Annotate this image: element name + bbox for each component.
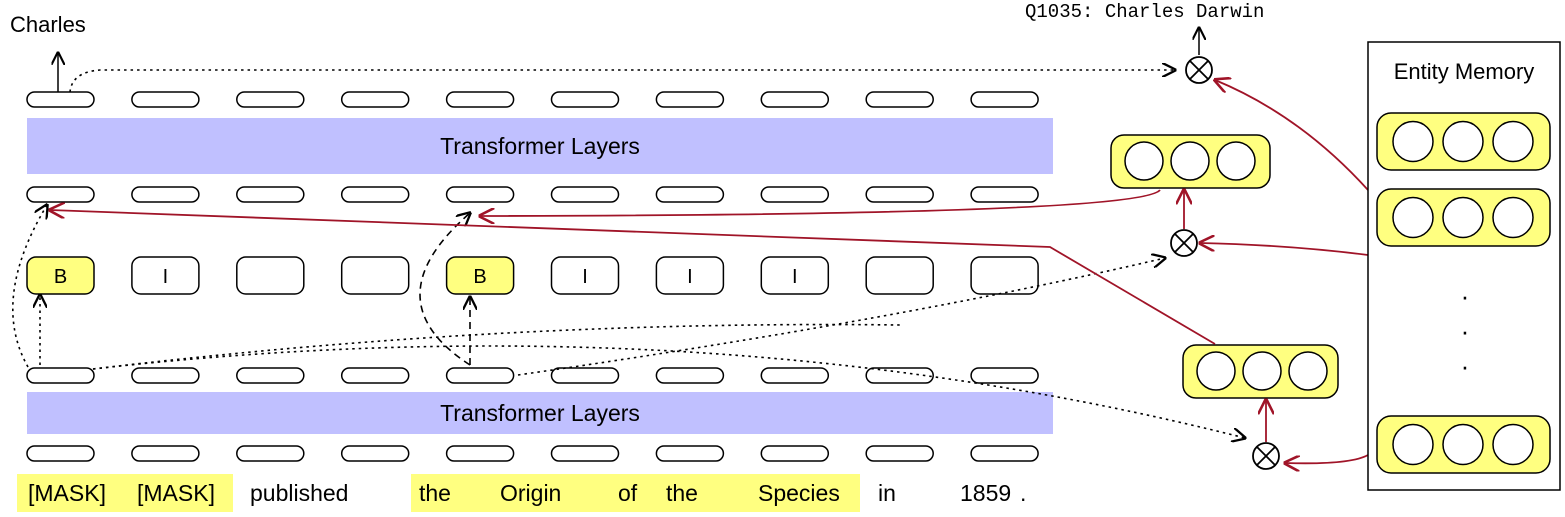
output-hidden-4 xyxy=(340,91,410,108)
bio-tag-box-3 xyxy=(236,256,305,295)
bio-tag-label-8: I xyxy=(792,266,798,288)
red-arrow-low-vector-to-mask xyxy=(50,210,1216,345)
bio-tag-label-7: I xyxy=(687,266,693,288)
dotted-query-arrow-mention-mid xyxy=(517,258,1165,376)
red-arrow-mid-vector-to-mention xyxy=(480,189,1161,216)
lower-hidden-2 xyxy=(131,367,200,384)
red-arrow-memory-to-op-low xyxy=(1285,454,1369,463)
upper-hidden-1 xyxy=(26,186,95,203)
bio-tag-box-10 xyxy=(970,256,1039,295)
lower-hidden-4 xyxy=(340,367,410,384)
token-5: Origin xyxy=(500,480,561,506)
dotted-query-arrow-mask-mid xyxy=(92,323,901,370)
lower-hidden-7 xyxy=(655,367,725,384)
bio-tag-box-2 xyxy=(131,256,200,295)
memory-ellipsis-2: · xyxy=(1461,316,1470,346)
lower-hidden-8 xyxy=(760,367,830,384)
output-hidden-7 xyxy=(655,91,725,108)
input-embedding-3 xyxy=(236,445,305,462)
upper-hidden-10 xyxy=(970,186,1039,203)
bio-tag-label-6: I xyxy=(582,266,588,288)
bio-tag-label-5: B xyxy=(473,266,486,288)
lower-hidden-9 xyxy=(865,367,934,384)
bio-tag-box-7 xyxy=(655,256,725,295)
input-embedding-9 xyxy=(865,445,934,462)
lower-hidden-10 xyxy=(970,367,1039,384)
output-hidden-10 xyxy=(970,91,1039,108)
dotted-query-arrow-mask-low xyxy=(92,345,1245,438)
output-hidden-6 xyxy=(550,91,620,108)
dotted-query-arrow-top xyxy=(69,70,1175,93)
output-hidden-8 xyxy=(760,91,830,108)
op-top xyxy=(1185,56,1213,84)
token-2: [MASK] xyxy=(137,480,215,506)
bio-tag-label-1: B xyxy=(54,266,67,288)
lower-hidden-6 xyxy=(550,367,620,384)
red-arrow-memory-to-op-top xyxy=(1215,80,1369,191)
red-arrow-memory-to-op-mid xyxy=(1200,243,1369,256)
bio-tag-box-8 xyxy=(760,256,830,295)
lower-hidden-1 xyxy=(26,367,95,384)
retrieved-entity-vector-mid xyxy=(1110,134,1271,189)
input-embedding-5 xyxy=(445,445,515,462)
token-9: in xyxy=(878,480,896,506)
bio-tag-box-6 xyxy=(550,256,620,295)
upper-transformer-layers xyxy=(27,118,1053,174)
input-embedding-7 xyxy=(655,445,725,462)
retrieved-entity-vector-low xyxy=(1182,344,1339,399)
token-10: 1859 xyxy=(960,480,1011,506)
input-embedding-4 xyxy=(340,445,410,462)
memory-ellipsis-1: · xyxy=(1461,281,1470,311)
input-embedding-1 xyxy=(26,445,95,462)
token-11: . xyxy=(1020,480,1026,506)
mask-highlight xyxy=(17,474,233,512)
output-hidden-3 xyxy=(236,91,305,108)
upper-hidden-5 xyxy=(445,186,515,203)
lower-hidden-3 xyxy=(236,367,305,384)
charles-output-label: Charles xyxy=(10,12,86,37)
output-hidden-9 xyxy=(865,91,934,108)
upper-hidden-6 xyxy=(550,186,620,203)
input-embedding-6 xyxy=(550,445,620,462)
upper-hidden-4 xyxy=(340,186,410,203)
upper-hidden-3 xyxy=(236,186,305,203)
upper-transformer-label: Transformer Layers xyxy=(440,133,640,159)
mention-highlight xyxy=(411,474,860,512)
token-4: the xyxy=(419,480,451,506)
upper-hidden-2 xyxy=(131,186,200,203)
lower-transformer-layers xyxy=(27,392,1053,434)
memory-slot-1 xyxy=(1376,112,1551,171)
lower-hidden-5 xyxy=(445,367,515,384)
output-hidden-2 xyxy=(131,91,200,108)
output-hidden-5 xyxy=(445,91,515,108)
op-mid xyxy=(1170,229,1198,257)
bio-tag-box-9 xyxy=(865,256,934,295)
upper-hidden-7 xyxy=(655,186,725,203)
bio-tag-box-5 xyxy=(445,256,515,295)
bio-tag-box-1 xyxy=(26,256,95,295)
lower-transformer-label: Transformer Layers xyxy=(440,400,640,426)
bio-tag-box-4 xyxy=(340,256,410,295)
token-7: the xyxy=(666,480,698,506)
entity-output-label: Q1035: Charles Darwin xyxy=(1025,1,1264,23)
token-6: of xyxy=(618,480,638,506)
bio-tag-label-2: I xyxy=(163,266,169,288)
token-1: [MASK] xyxy=(28,480,106,506)
op-low xyxy=(1252,442,1280,470)
input-embedding-8 xyxy=(760,445,830,462)
output-hidden-1 xyxy=(26,91,95,108)
input-embedding-2 xyxy=(131,445,200,462)
memory-slot-2 xyxy=(1376,188,1551,247)
input-embedding-10 xyxy=(970,445,1039,462)
upper-hidden-8 xyxy=(760,186,830,203)
entity-memory-title: Entity Memory xyxy=(1394,59,1535,84)
token-3: published xyxy=(250,480,348,506)
dashed-arrow-to-upper-mention xyxy=(419,213,470,366)
token-8: Species xyxy=(758,480,840,506)
upper-hidden-9 xyxy=(865,186,934,203)
memory-ellipsis-3: · xyxy=(1461,351,1470,381)
memory-slot-n xyxy=(1376,415,1551,474)
